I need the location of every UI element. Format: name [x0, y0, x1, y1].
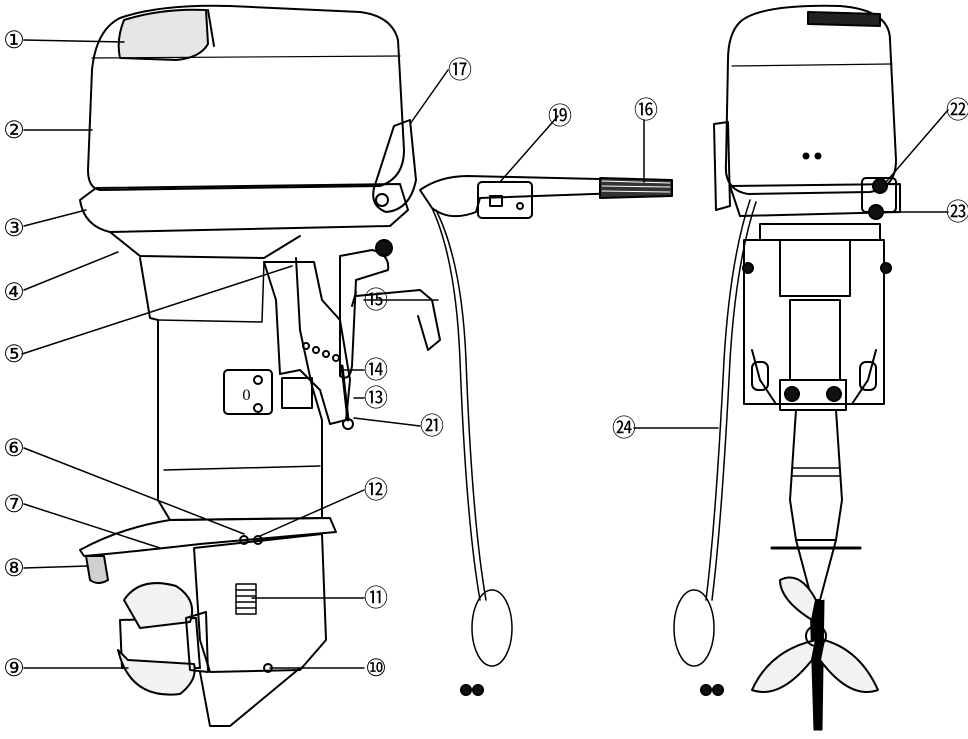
callout-13: ⑬	[364, 384, 388, 412]
anti-ventilation-plate	[79, 517, 337, 557]
callout-19: ⑲	[548, 102, 572, 130]
callout-17: ⑰	[448, 56, 472, 84]
cord-loop	[471, 589, 513, 667]
propeller	[117, 582, 209, 696]
callout-10: ⑩	[365, 654, 387, 682]
callout-9: ⑨	[3, 654, 25, 682]
cowl-vent	[117, 8, 209, 61]
callout-16: ⑯	[634, 96, 658, 124]
side-view: 0	[79, 4, 673, 727]
bracket-plate-mark: 0	[242, 388, 251, 404]
callout-8: ⑧	[3, 554, 25, 582]
callout-2: ②	[3, 116, 25, 144]
skeg	[199, 667, 301, 727]
rear-top-cowling	[724, 4, 897, 195]
callout-6: ⑥	[3, 434, 25, 462]
leader-lines	[21, 39, 949, 669]
clamp-plate	[223, 369, 273, 415]
gear-case	[193, 533, 327, 673]
callout-numbers: ① ② ③ ④ ⑤ ⑥ ⑦ ⑧ ⑨ ⑩ ⑪ ⑫ ⑬ ⑭ ⑮ ⑯ ⑰ ⑲ ㉑ ㉒ …	[3, 26, 968, 682]
rear-propeller	[751, 576, 879, 693]
callout-3: ③	[3, 214, 25, 242]
callout-24: ㉔	[612, 414, 636, 442]
trim-tab	[85, 555, 109, 584]
callout-4: ④	[3, 278, 25, 306]
top-cowling	[87, 4, 405, 191]
callout-23: ㉓	[946, 198, 968, 226]
callout-12: ⑫	[364, 476, 388, 504]
callout-11: ⑪	[364, 584, 388, 612]
bottom-cowling	[79, 183, 409, 233]
tiller-handle	[372, 119, 673, 219]
callout-7: ⑦	[3, 490, 25, 518]
water-intake	[235, 583, 257, 615]
oil-level-plug	[239, 535, 249, 545]
callout-21: ㉑	[420, 412, 444, 440]
rear-midsection	[789, 409, 843, 541]
rear-bracket	[742, 223, 892, 411]
clamp-bracket: 0	[223, 239, 441, 430]
callout-1: ①	[3, 26, 25, 54]
callout-22: ㉒	[946, 96, 968, 124]
exhaust-housing	[139, 257, 323, 521]
oil-drain-plug	[253, 535, 263, 545]
callout-15: ⑮	[364, 286, 388, 314]
callout-14: ⑭	[364, 356, 388, 384]
stop-cord	[431, 207, 481, 601]
rear-view	[673, 4, 901, 731]
callout-5: ⑤	[3, 340, 25, 368]
